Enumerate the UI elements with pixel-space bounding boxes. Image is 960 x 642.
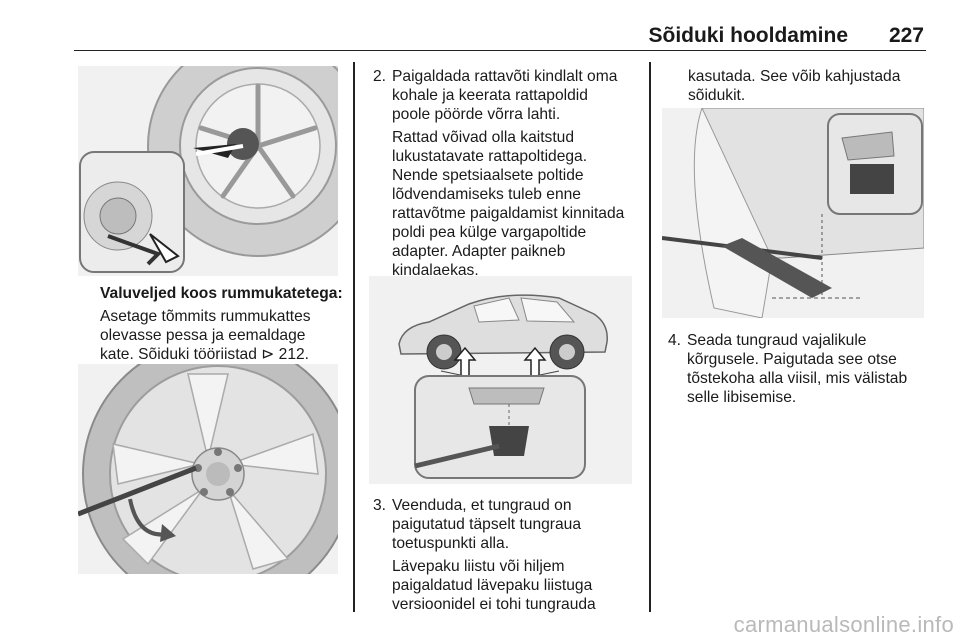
step-3-instructions: 3. Veenduda, et tungraud on paigutatud t… — [373, 496, 643, 614]
step-text-line: poole pöörde võrra lahti. — [392, 106, 561, 123]
jacking-point-illustration — [369, 276, 632, 484]
step-text-line: Seada tungraud vajalikule — [687, 332, 867, 349]
page-number: 227 — [888, 24, 924, 47]
step-number: 4. — [668, 332, 682, 349]
list-item: 3. Veenduda, et tungraud on paigutatud t… — [373, 496, 643, 614]
hubcap-text-prefix: kate. Sõiduki tööriistad — [100, 346, 262, 363]
step-text-line: Paigaldada rattavõti kindlalt oma — [392, 68, 618, 85]
wheel-wrench-illustration — [78, 364, 338, 574]
note-text-line: poldi pea külge vargapoltide — [392, 224, 587, 241]
step-text-line: kohale ja keerata rattapoldid — [392, 87, 588, 104]
page-header: Sõiduki hooldamine 227 — [74, 22, 926, 51]
note-text-line: paigaldatud lävepaku liistuga — [392, 577, 593, 594]
page-reference-number: 212. — [274, 346, 309, 363]
step-text-line: selle libisemise. — [687, 389, 797, 406]
note-text-line: rattavõtme paigaldamist kinnitada — [392, 205, 625, 222]
note-text-line: kasutada. See võib kahjustada — [688, 68, 901, 85]
page-reference-icon: ⊳ — [261, 346, 275, 363]
step-number: 2. — [373, 68, 387, 85]
continued-note: kasutada. See võib kahjustada sõidukit. — [688, 67, 933, 105]
step-4-instructions: 4. Seada tungraud vajalikule kõrgusele. … — [668, 331, 933, 407]
step-number: 3. — [373, 497, 387, 514]
watermark: carmanualsonline.info — [733, 612, 954, 637]
note-text-line: kindalaekas. — [392, 262, 479, 279]
note-text-line: adapter. Adapter paikneb — [392, 243, 566, 260]
jack-positioning-illustration — [662, 108, 924, 318]
hubcap-text-line: Asetage tõmmits rummukattes — [100, 308, 311, 325]
note-text-line: versioonidel ei tohi tungrauda — [392, 596, 596, 613]
step-text-line: Veenduda, et tungraud on — [392, 497, 572, 514]
section-title: Sõiduki hooldamine — [648, 24, 848, 47]
note-text-line: Rattad võivad olla kaitstud — [392, 129, 575, 146]
step-text-line: paigutatud täpselt tungraua — [392, 516, 582, 533]
column-divider — [353, 62, 355, 612]
step-text-line: tõstekoha alla viisil, mis välistab — [687, 370, 908, 387]
step-text-line: toetuspunkti alla. — [392, 535, 510, 552]
note-text-line: Nende spetsiaalsete poltide — [392, 167, 584, 184]
hubcap-text-line: kate. Sõiduki tööriistad ⊳ 212. — [100, 345, 345, 364]
list-item: 2. Paigaldada rattavõti kindlalt oma koh… — [373, 67, 643, 280]
note-text-line: lõdvendamiseks tuleb enne — [392, 186, 581, 203]
step-text-line: kõrgusele. Paigutada see otse — [687, 351, 897, 368]
column-divider — [649, 62, 651, 612]
note-text-line: Lävepaku liistu või hiljem — [392, 558, 565, 575]
hubcap-heading: Valuveljed koos rummukatetega: — [100, 285, 343, 302]
step-2-instructions: 2. Paigaldada rattavõti kindlalt oma koh… — [373, 67, 643, 280]
note-text-line: lukustatavate rattapoltidega. — [392, 148, 588, 165]
lock-bolt-note: Rattad võivad olla kaitstud lukustatavat… — [392, 128, 643, 280]
hubcap-instructions: Valuveljed koos rummukatetega: Asetage t… — [100, 284, 345, 364]
sill-moulding-note: Lävepaku liistu või hiljem paigaldatud l… — [392, 557, 643, 614]
hubcap-text-line: olevasse pessa ja eemaldage — [100, 327, 306, 344]
hubcap-removal-illustration — [78, 66, 338, 276]
list-item: 4. Seada tungraud vajalikule kõrgusele. … — [668, 331, 933, 407]
note-text-line: sõidukit. — [688, 87, 746, 104]
